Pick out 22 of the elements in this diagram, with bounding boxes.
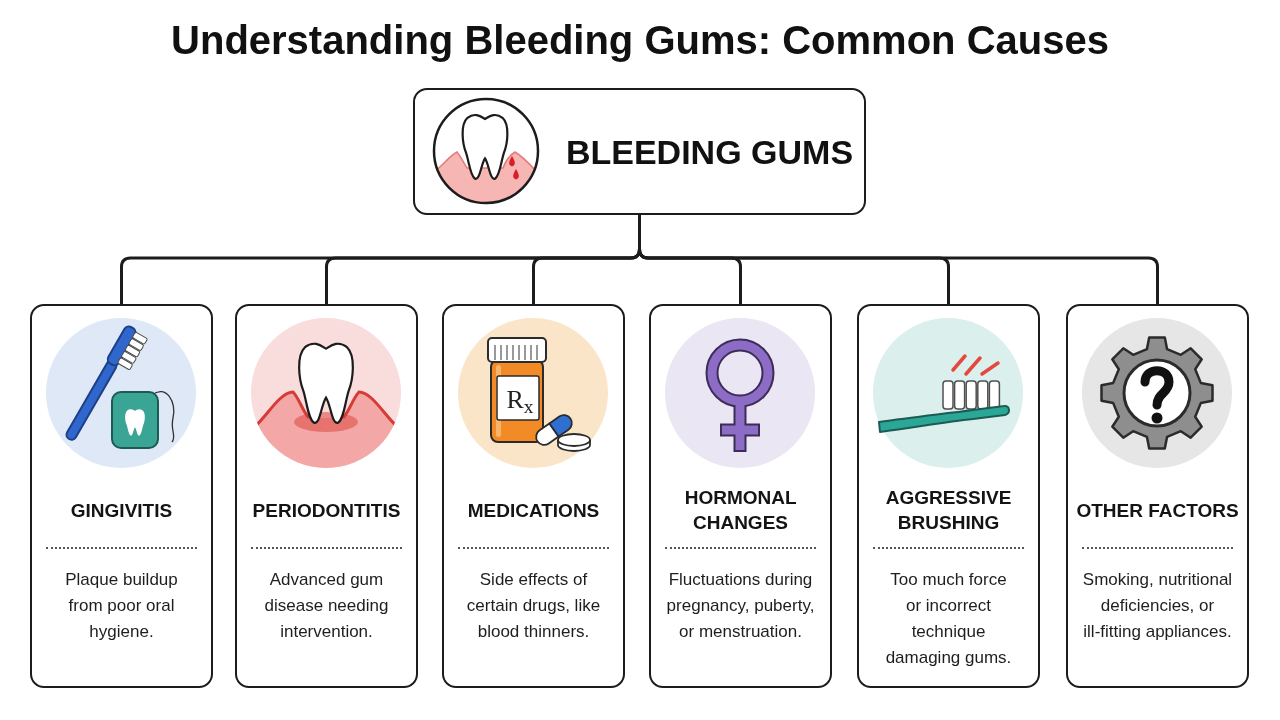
- card-description: Plaque buildup from poor oral hygiene.: [64, 569, 179, 643]
- page-title: Understanding Bleeding Gums: Common Causes: [171, 17, 1109, 64]
- topic-box: [413, 88, 866, 215]
- cause-card: [649, 304, 832, 688]
- card-heading: HORMONAL CHANGES: [683, 486, 798, 535]
- card-description: Too much force or incorrect technique damaging gums.: [884, 569, 1013, 669]
- cause-card: [857, 304, 1040, 688]
- cause-card: [1066, 304, 1249, 688]
- cause-card: [235, 304, 418, 688]
- card-heading: GINGIVITIS: [70, 498, 173, 523]
- card-heading: MEDICATIONS: [467, 498, 600, 523]
- card-heading: PERIODONTITIS: [252, 498, 401, 523]
- card-description: Smoking, nutritional deficiencies, or ill-fitting appliances.: [1081, 569, 1234, 643]
- topic-title: BLEEDING GUMS: [565, 131, 854, 172]
- cause-card: [442, 304, 625, 688]
- card-heading: OTHER FACTORS: [1076, 498, 1239, 523]
- card-description: Advanced gum disease needing intervention.: [263, 569, 390, 643]
- card-description: Fluctuations during pregnancy, puberty, or menstruation.: [665, 569, 816, 643]
- card-heading: AGGRESSIVE BRUSHING: [884, 486, 1013, 535]
- cause-card: [30, 304, 213, 688]
- bottle-label-text: R$_{x}$: [506, 387, 534, 413]
- card-description: Side effects of certain drugs, like blood thinners.: [465, 569, 602, 643]
